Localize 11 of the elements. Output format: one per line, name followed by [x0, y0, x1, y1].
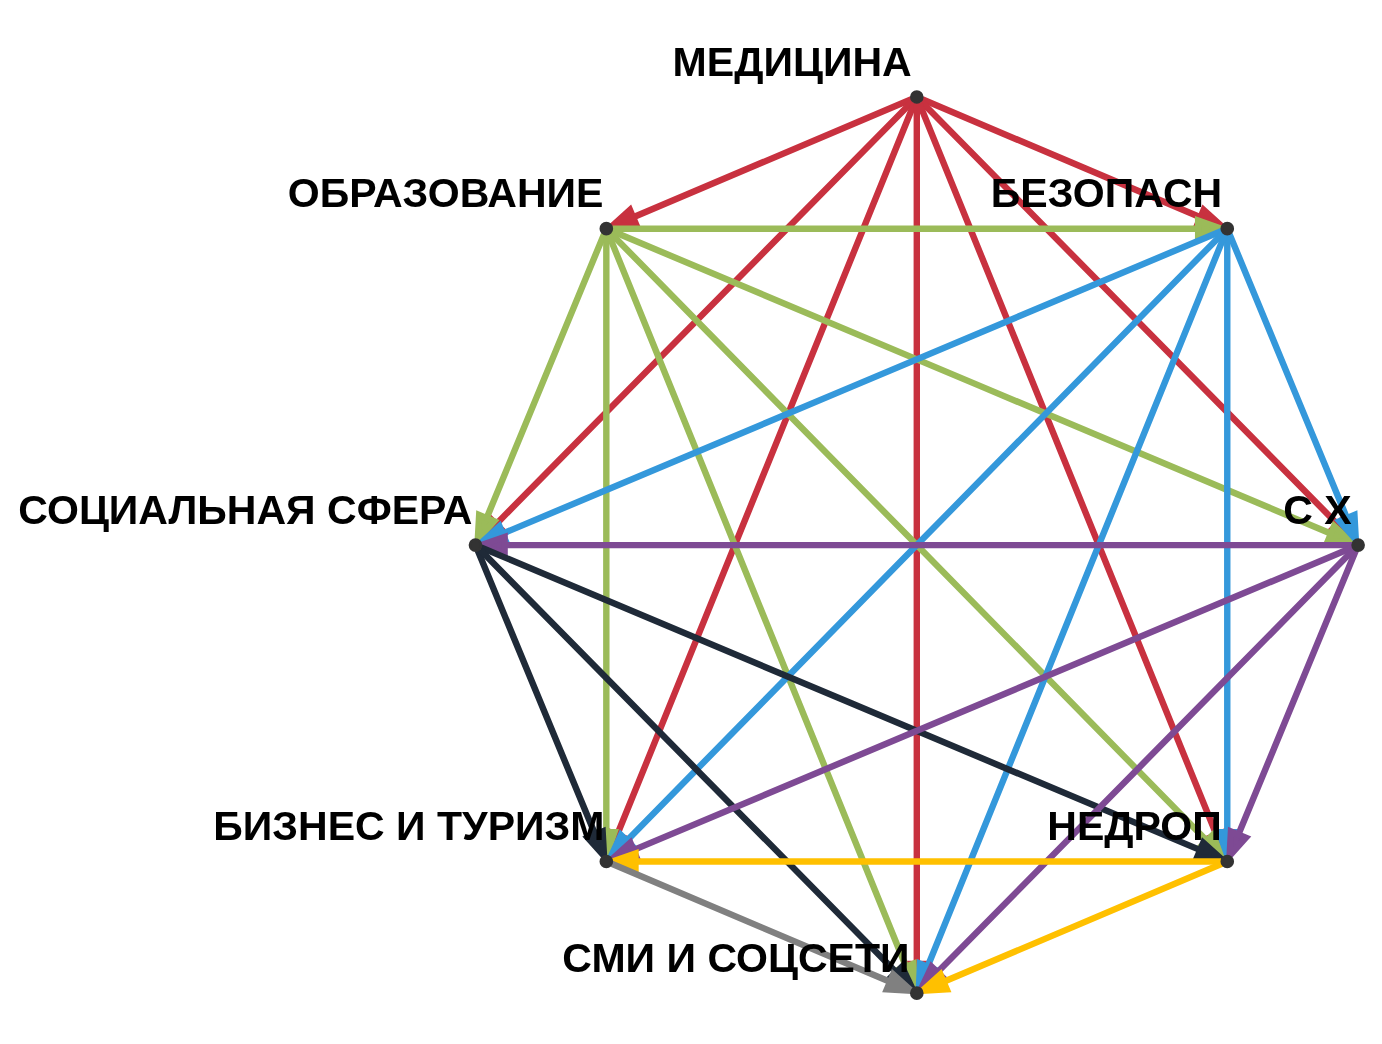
node-circle	[468, 538, 483, 552]
node-circle	[909, 986, 924, 1001]
node-circle	[1220, 854, 1235, 869]
node-label: МЕДИЦИНА	[672, 38, 912, 85]
node-circle	[599, 221, 614, 236]
node-circle	[1220, 221, 1235, 236]
node-circle	[909, 90, 924, 104]
node-label: ОБРАЗОВАНИЕ	[287, 170, 604, 217]
node-circle	[599, 854, 614, 869]
node-circle	[1351, 538, 1365, 552]
node-label: СОЦИАЛЬНАЯ СФЕРА	[18, 486, 473, 533]
